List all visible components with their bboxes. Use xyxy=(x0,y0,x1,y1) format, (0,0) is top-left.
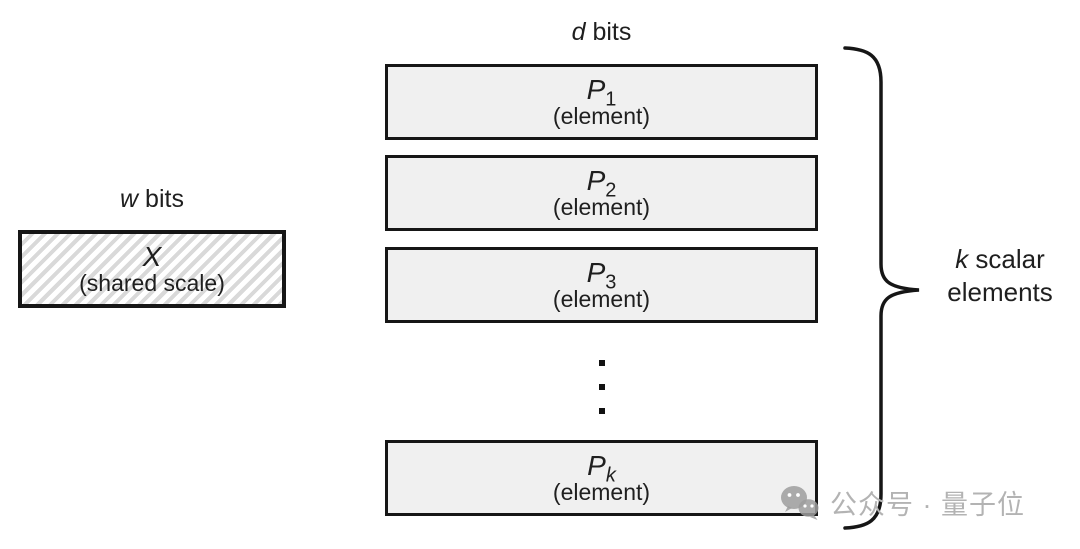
element-box-p3-subtitle: (element) xyxy=(552,286,651,313)
element-box-p3: P3 (element) xyxy=(385,247,818,323)
k-scalar-line: k scalar xyxy=(925,243,1075,276)
vertical-ellipsis-icon xyxy=(385,360,818,414)
d-bits-text: bits xyxy=(585,18,632,46)
watermark: 公众号 · 量子位 xyxy=(780,483,1025,522)
w-bits-text: bits xyxy=(138,185,184,213)
p3-subscript: 3 xyxy=(605,271,617,294)
p1-subscript: 1 xyxy=(605,88,617,111)
w-bits-label: w bits xyxy=(18,185,286,214)
element-box-p1: P1 (element) xyxy=(385,64,818,140)
shared-scale-box: X (shared scale) xyxy=(18,230,286,308)
shared-scale-subtitle: (shared scale) xyxy=(79,270,225,297)
p-variable: P xyxy=(587,449,606,481)
ellipsis-dot xyxy=(598,360,605,366)
scalar-text: scalar xyxy=(968,244,1045,274)
ellipsis-dot xyxy=(598,384,605,390)
element-box-p1-title: P1 xyxy=(586,73,617,109)
element-box-p2: P2 (element) xyxy=(385,155,818,231)
element-box-p3-title: P3 xyxy=(586,256,617,292)
p2-subscript: 2 xyxy=(605,179,617,202)
curly-brace-icon xyxy=(843,46,920,530)
ellipsis-dot xyxy=(598,408,605,414)
element-box-pk-subtitle: (element) xyxy=(552,479,651,506)
k-scalar-elements-label: k scalar elements xyxy=(925,243,1075,309)
p-variable: P xyxy=(586,164,606,196)
w-variable: w xyxy=(120,185,139,213)
p-variable: P xyxy=(586,256,606,288)
watermark-text: 公众号 · 量子位 xyxy=(830,490,1025,520)
p-variable: P xyxy=(586,73,606,105)
elements-line: elements xyxy=(947,277,1053,308)
element-box-p1-subtitle: (element) xyxy=(552,103,651,130)
element-box-p2-title: P2 xyxy=(586,164,617,200)
d-variable: d xyxy=(571,18,586,46)
element-box-p2-subtitle: (element) xyxy=(552,194,651,221)
element-box-pk: Pk (element) xyxy=(385,440,818,516)
shared-scale-title: X xyxy=(142,240,162,272)
pk-subscript: k xyxy=(605,464,616,487)
wechat-logo-icon xyxy=(781,485,819,520)
x-variable: X xyxy=(142,240,162,272)
element-box-pk-title: Pk xyxy=(587,449,616,485)
d-bits-label: d bits xyxy=(385,18,818,47)
k-variable: k xyxy=(955,244,969,274)
